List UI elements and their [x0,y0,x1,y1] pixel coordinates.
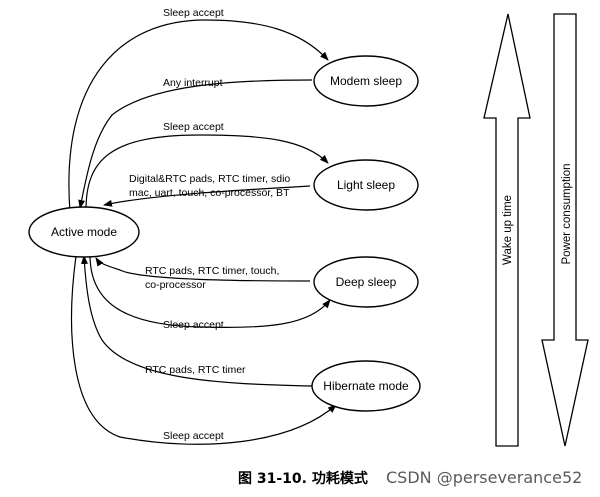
edge-label-hibernate-wake: RTC pads, RTC timer [145,364,246,376]
node-label-modem-sleep: Modem sleep [330,74,402,88]
edge-light-to-active [103,185,311,207]
edge-modem-to-active [78,79,313,209]
edge-deep-to-active [95,257,311,282]
edge-label-sleep-accept-light: Sleep accept [163,121,224,133]
node-label-hibernate-mode: Hibernate mode [323,379,409,393]
edge-label-sleep-accept-modem: Sleep accept [163,7,224,19]
edge-label-deep-wake-line2: co-processor [145,279,206,291]
power-consumption-label: Power consumption [561,164,573,265]
node-deep-sleep: Deep sleep [313,256,419,308]
edge-active-to-light [85,134,329,211]
node-label-active-mode: Active mode [51,225,117,239]
edge-active-to-modem [68,19,329,213]
node-active-mode: Active mode [28,206,140,258]
figure-caption: 图 31-10. 功耗模式 [238,470,368,487]
edge-active-to-deep [89,254,331,329]
edge-active-to-hibernate [70,255,337,445]
node-hibernate-mode: Hibernate mode [311,360,421,412]
node-label-light-sleep: Light sleep [337,178,395,192]
node-modem-sleep: Modem sleep [313,55,419,107]
power-consumption-arrow-shape [541,13,589,447]
edge-label-deep-wake-line1: RTC pads, RTC timer, touch, [145,265,279,277]
wake-up-time-arrow-shape [483,13,531,447]
edge-label-any-interrupt: Any interrupt [163,77,223,89]
edge-hibernate-to-active [80,255,313,387]
edge-label-light-wake-line2: mac, uart, touch, co-processor, BT [129,187,290,199]
node-label-deep-sleep: Deep sleep [336,275,397,289]
power-consumption-arrow: Power consumption [541,13,589,447]
wake-up-time-arrow: Wake up time [483,13,531,447]
wake-up-time-label: Wake up time [502,195,514,265]
node-light-sleep: Light sleep [313,159,419,211]
edge-label-light-wake-line1: Digital&RTC pads, RTC timer, sdio [129,173,290,185]
edge-label-sleep-accept-deep: Sleep accept [163,319,224,331]
watermark: CSDN @perseverance52 [386,468,582,487]
edge-label-sleep-accept-hibernate: Sleep accept [163,430,224,442]
